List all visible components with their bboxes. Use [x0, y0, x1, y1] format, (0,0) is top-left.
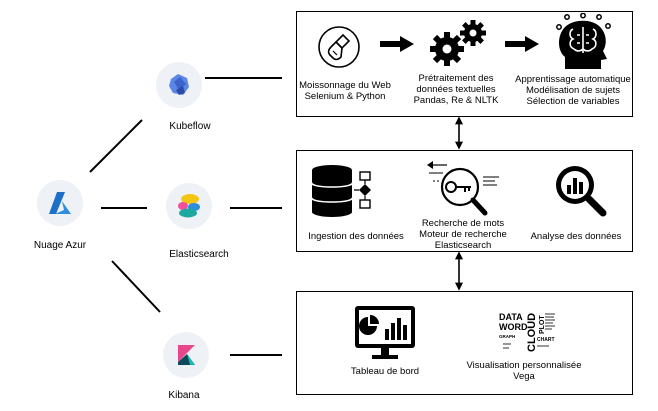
step-visualization-label: Visualisation personnalisée Vega	[460, 360, 588, 382]
step-preprocessing-line1: Prétraitement des	[418, 73, 494, 84]
wordcloud-word-plot: PLOT	[539, 315, 546, 334]
web-scraper-icon	[316, 24, 362, 75]
kubeflow-node	[156, 62, 202, 108]
wordcloud-word-cloud: CLOUD	[526, 313, 538, 352]
kubeflow-logo-icon	[169, 74, 189, 95]
step-search-line2: Moteur de recherche	[419, 229, 507, 240]
kubeflow-label: Kubeflow	[169, 121, 211, 132]
kibana-label: Kibana	[168, 390, 200, 401]
gears-icon	[425, 16, 495, 75]
step-preprocessing-label: Prétraitement des données textuelles Pan…	[404, 73, 508, 106]
dashboard-monitor-icon	[354, 305, 416, 366]
wordcloud-word-graph: GRAPH	[499, 334, 515, 339]
elasticsearch-label: Elasticsearch	[169, 249, 229, 260]
elasticsearch-node	[166, 183, 212, 229]
step-search-label: Recherche de mots Moteur de recherche El…	[406, 218, 520, 251]
wordcloud-word-data: DATA	[499, 312, 523, 322]
step-ml-line2: Modélisation de sujets	[526, 85, 620, 96]
step-search-line3: Elasticsearch	[434, 240, 492, 251]
step-visualization-line2: Vega	[513, 371, 535, 382]
azure-to-kibana-line	[111, 260, 161, 313]
kibana-node	[163, 332, 209, 378]
step-preprocessing-line3: Pandas, Re & NLTK	[413, 95, 499, 106]
step-ml-line3: Sélection de variables	[526, 96, 620, 107]
step-ingestion-label: Ingestion des données	[308, 231, 404, 242]
step-dashboard-label: Tableau de bord	[350, 366, 420, 377]
step-ml-line1: Apprentissage automatique	[515, 74, 631, 85]
step-web-scraping-label: Moissonnage du Web Selenium & Python	[297, 80, 393, 102]
word-cloud-icon: DATA WORD GRAPH CLOUD PLOT CHART	[497, 308, 557, 365]
wordcloud-word-chart: CHART	[537, 337, 555, 343]
brain-icon	[553, 12, 613, 80]
azure-logo-icon	[49, 192, 71, 214]
azure-node	[37, 180, 83, 226]
step-analysis-label: Analyse des données	[530, 231, 622, 242]
arrow-right-2	[505, 36, 539, 57]
step-search-line1: Recherche de mots	[421, 218, 505, 229]
pipeline-box-visualization	[296, 291, 633, 395]
azure-to-kubeflow-line	[89, 119, 143, 173]
step-preprocessing-line2: données textuelles	[416, 84, 496, 95]
kibana-logo-icon	[178, 345, 195, 365]
analytics-magnifier-icon	[553, 163, 611, 226]
step-web-scraping-line1: Moissonnage du Web	[299, 80, 391, 91]
azure-label: Nuage Azur	[33, 240, 87, 251]
database-icon	[310, 164, 382, 223]
search-key-icon	[423, 157, 503, 224]
step-visualization-line1: Visualisation personnalisée	[466, 360, 582, 371]
elasticsearch-logo-icon	[178, 194, 200, 218]
arrow-right-1	[380, 36, 414, 57]
step-ml-label: Apprentissage automatique Modélisation d…	[512, 74, 634, 107]
wordcloud-word-word: WORD	[499, 322, 528, 332]
step-web-scraping-line2: Selenium & Python	[304, 91, 386, 102]
